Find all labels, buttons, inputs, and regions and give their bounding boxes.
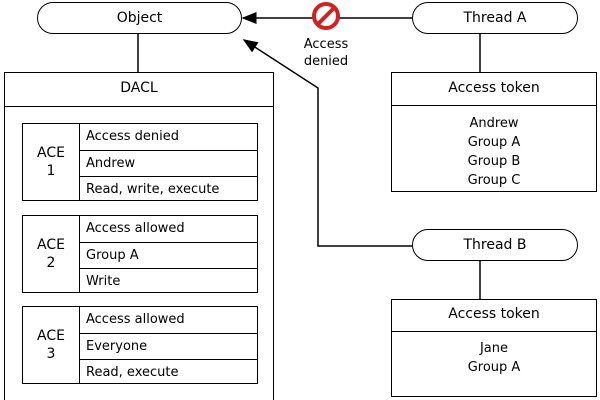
thread-a-token-title: Access token (448, 80, 540, 96)
token-member: Group C (467, 173, 521, 188)
dacl-title: DACL (120, 80, 158, 96)
ace-label: ACE 3 (23, 307, 80, 383)
ace-rights: Write (79, 268, 257, 294)
ace-type: Access allowed (86, 312, 185, 327)
thread-b-node: Thread B (412, 229, 578, 261)
ace-rights: Read, execute (79, 359, 257, 385)
thread-b-access-token: Access token Jane Group A (391, 299, 597, 397)
object-label: Object (116, 10, 163, 26)
thread-b-token-title: Access token (448, 306, 540, 322)
ace-trustee: Group A (79, 242, 257, 268)
ace-entry: ACE 1 Access denied Andrew Read, write, … (22, 123, 258, 201)
token-member: Group B (467, 154, 521, 169)
ace-label: ACE 1 (23, 124, 80, 200)
thread-a-access-token: Access token Andrew Group A Group B Grou… (391, 72, 597, 192)
access-denied-label: Access denied (303, 37, 349, 69)
ace-type: Access allowed (86, 221, 185, 236)
token-member: Jane (479, 341, 509, 356)
ace-entry: ACE 2 Access allowed Group A Write (22, 215, 258, 293)
thread-a-node: Thread A (412, 2, 578, 34)
ace-rights: Read, write, execute (79, 176, 257, 202)
thread-a-label: Thread A (463, 10, 527, 26)
token-member: Group A (467, 135, 521, 150)
ace-type: Access denied (86, 129, 179, 144)
token-member: Group A (467, 360, 521, 375)
ace-trustee: Andrew (79, 150, 257, 176)
ace-entry: ACE 3 Access allowed Everyone Read, exec… (22, 306, 258, 384)
object-node: Object (37, 2, 242, 34)
ace-trustee: Everyone (79, 333, 257, 359)
no-entry-icon (312, 2, 340, 30)
thread-b-access-arrow (242, 39, 412, 247)
ace-label: ACE 2 (23, 216, 80, 292)
thread-b-label: Thread B (463, 237, 527, 253)
token-member: Andrew (469, 116, 519, 131)
